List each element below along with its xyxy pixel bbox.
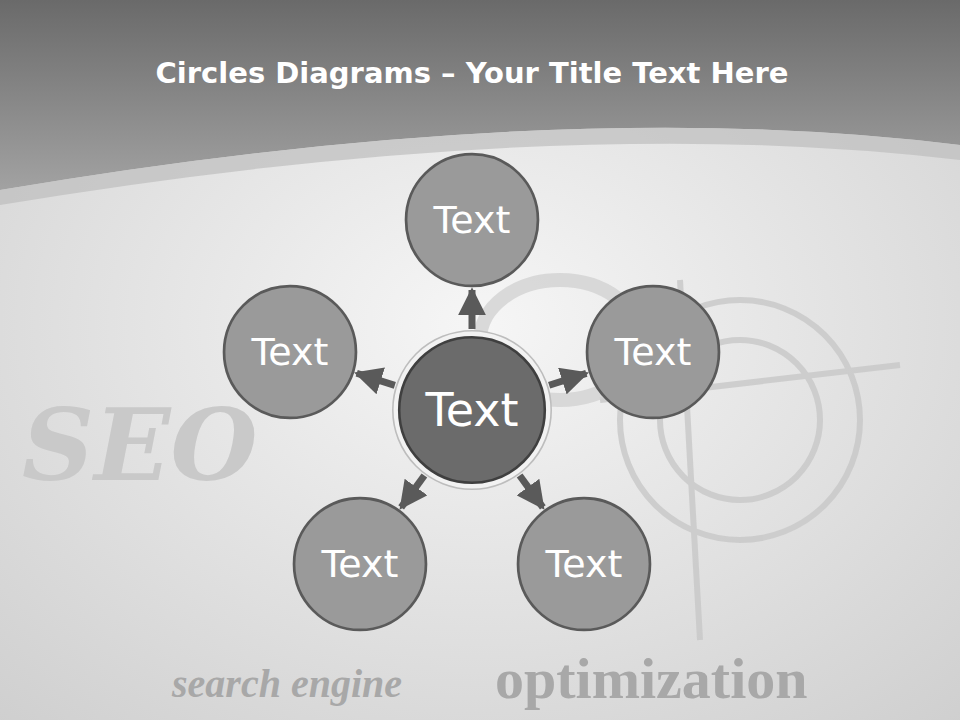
text-group: Text (615, 330, 692, 374)
circle-text: Text (322, 542, 399, 586)
circle-text: Text (434, 198, 511, 242)
watermark-text: search engine (172, 664, 402, 704)
circle-text: Text (615, 330, 692, 374)
text-group: Text (425, 383, 518, 437)
circle-text: Text (425, 383, 518, 437)
watermark-text: optimization (495, 650, 808, 708)
circle-text: Text (546, 542, 623, 586)
outer-circle: Text (404, 152, 540, 288)
arrow-connector (357, 373, 395, 385)
text-group: Text (546, 542, 623, 586)
circle-text: Text (252, 330, 329, 374)
arrow-connector (549, 373, 586, 385)
outer-circle: Text (222, 284, 358, 420)
text-group: Text (322, 542, 399, 586)
text-group: Text (252, 330, 329, 374)
outer-circle: Text (585, 284, 721, 420)
outer-circle: Text (516, 496, 652, 632)
arrow-connector (401, 476, 424, 508)
outer-circle: Text (292, 496, 428, 632)
arrow-connector (469, 290, 476, 329)
arrow-connector (520, 476, 543, 508)
text-group: Text (434, 198, 511, 242)
watermark-logo: SEO (22, 395, 258, 495)
center-circle: Text (392, 330, 552, 490)
slide-title: Circles Diagrams – Your Title Text Here (156, 56, 789, 90)
